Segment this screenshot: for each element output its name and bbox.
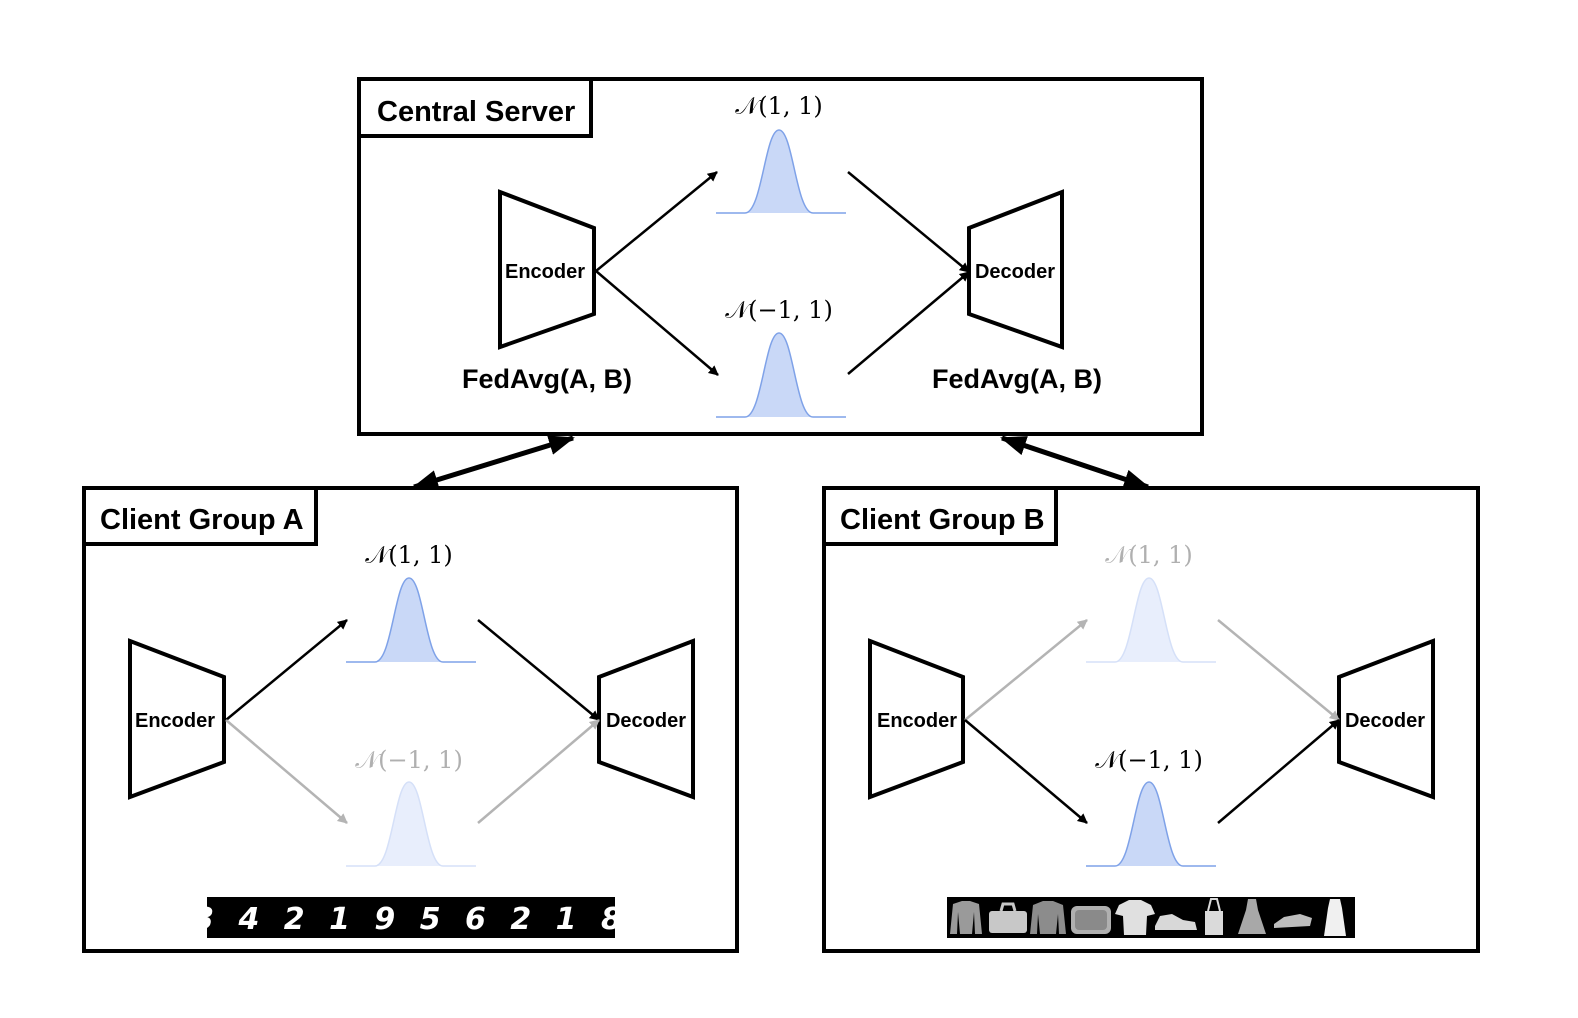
encoder-label: Encoder bbox=[877, 710, 957, 732]
sneaker-icon bbox=[1274, 914, 1312, 928]
arrow-bottom-to-decoder bbox=[1217, 719, 1340, 824]
decoder-caption: FedAvg(A, B) bbox=[932, 364, 1102, 394]
gaussian-top bbox=[716, 130, 846, 213]
central-server-panel: Central Server Encoder Decoder 𝒩(1, 1) 𝒩… bbox=[357, 77, 1204, 436]
encoder-label: Encoder bbox=[135, 710, 215, 732]
arrow-encoder-to-top bbox=[225, 619, 348, 721]
decoder-block: Decoder bbox=[967, 189, 1064, 350]
encoder-block: Encoder bbox=[128, 638, 226, 800]
arrow-encoder-to-top bbox=[595, 171, 718, 272]
arrow-encoder-to-top-inactive bbox=[964, 619, 1088, 721]
digit-samples: 3 4 2 1 9 5 6 2 1 8 bbox=[193, 902, 629, 937]
distribution-label-bottom: 𝒩(−1, 1) bbox=[355, 746, 463, 774]
decoder-block: Decoder bbox=[1337, 638, 1435, 800]
distribution-label-top: 𝒩(1, 1) bbox=[1105, 541, 1193, 569]
panel-title: Client Group B bbox=[840, 504, 1045, 536]
distribution-label-bottom: 𝒩(−1, 1) bbox=[1095, 746, 1203, 774]
panel-title: Client Group A bbox=[100, 504, 304, 536]
distribution-label-top: 𝒩(1, 1) bbox=[735, 92, 823, 120]
bag-icon bbox=[989, 902, 1027, 933]
encoder-caption: FedAvg(A, B) bbox=[462, 364, 632, 394]
distribution-label-top: 𝒩(1, 1) bbox=[365, 541, 453, 569]
arrow-bottom-to-decoder bbox=[847, 271, 970, 375]
encoder-block: Encoder bbox=[498, 189, 596, 350]
sync-arrow-a bbox=[412, 435, 575, 490]
encoder-label: Encoder bbox=[505, 261, 585, 283]
client-group-b-panel: Client Group B Encoder Decoder 𝒩(1, 1) 𝒩… bbox=[822, 486, 1480, 953]
tshirt-icon bbox=[1115, 900, 1155, 935]
gaussian-bottom bbox=[716, 333, 846, 417]
pullover-icon bbox=[1030, 901, 1066, 934]
arrow-top-to-decoder bbox=[477, 619, 600, 721]
decoder-label: Decoder bbox=[606, 710, 686, 732]
decoder-block: Decoder bbox=[597, 638, 695, 800]
decoder-label: Decoder bbox=[1345, 710, 1425, 732]
arrow-encoder-to-bottom bbox=[964, 719, 1088, 824]
bag-icon bbox=[1205, 898, 1223, 935]
sweater-icon bbox=[950, 901, 982, 934]
arrow-bottom-to-decoder-inactive bbox=[477, 719, 600, 824]
gaussian-bottom-faded bbox=[346, 782, 476, 866]
dress-icon bbox=[1324, 899, 1346, 936]
bag-icon bbox=[1071, 906, 1111, 934]
gaussian-bottom bbox=[1086, 782, 1216, 866]
arrow-encoder-to-bottom-inactive bbox=[225, 719, 348, 824]
gaussian-top-faded bbox=[1086, 578, 1216, 662]
sync-arrow-b bbox=[1000, 435, 1150, 490]
decoder-label: Decoder bbox=[975, 261, 1055, 283]
encoder-block: Encoder bbox=[868, 638, 965, 800]
panel-title: Central Server bbox=[377, 96, 575, 128]
arrow-top-to-decoder-inactive bbox=[1217, 619, 1340, 721]
arrow-encoder-to-bottom bbox=[595, 270, 719, 376]
mnist-sample-strip: 3 4 2 1 9 5 6 2 1 8 bbox=[193, 897, 629, 938]
dress-icon bbox=[1238, 899, 1266, 934]
sneaker-icon bbox=[1155, 914, 1197, 930]
arrow-top-to-decoder bbox=[847, 171, 970, 273]
gaussian-top bbox=[346, 578, 476, 662]
distribution-label-bottom: 𝒩(−1, 1) bbox=[725, 296, 833, 324]
fashion-sample-strip bbox=[947, 897, 1355, 938]
client-group-a-panel: Client Group A Encoder Decoder 𝒩(1, 1) 𝒩… bbox=[82, 486, 739, 953]
